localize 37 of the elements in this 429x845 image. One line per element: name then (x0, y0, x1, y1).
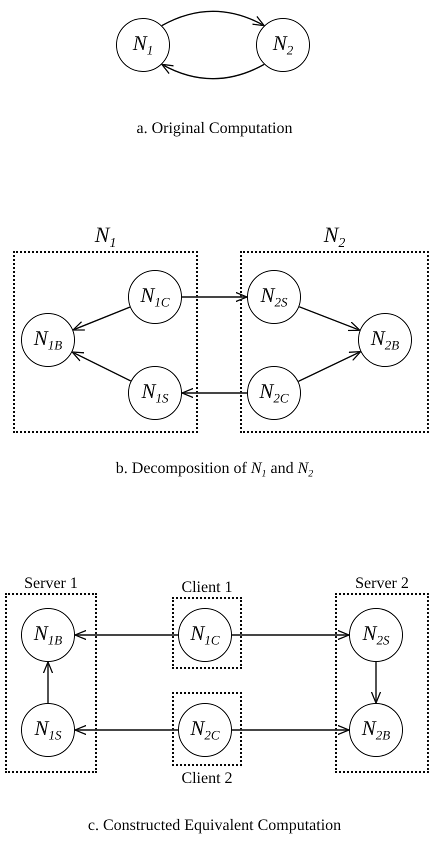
node-circle: N$_{2S}$ (349, 608, 403, 662)
arrow (42, 661, 54, 703)
node-circle: N$_{2C}$ (247, 366, 301, 420)
figure-caption: b. Decomposition of N$_{1}$ and N$_{2}$ (114, 460, 314, 480)
figure-caption: a. Original Computation (136, 120, 294, 138)
node-circle: N$_{1C}$ (128, 270, 182, 324)
arrow (298, 350, 362, 382)
arrow (74, 724, 178, 736)
node-circle: N$_{1S}$ (21, 703, 75, 757)
arrow (161, 64, 264, 80)
arrow (72, 351, 132, 382)
node-circle: N$_{2C}$ (178, 703, 232, 757)
arrow (232, 630, 350, 640)
arrow (370, 662, 382, 704)
node-circle: N$_{1C}$ (178, 608, 232, 662)
group-label: Client 2 (180, 770, 234, 788)
node-circle: N$_{1B}$ (21, 608, 75, 662)
arrow (72, 306, 130, 331)
node-circle: N$_{2B}$ (349, 703, 403, 757)
node-circle: N$_{2}$ (256, 18, 310, 72)
node-circle: N$_{1B}$ (21, 313, 75, 367)
arrow (162, 10, 265, 26)
group-label: Server 2 (354, 575, 410, 593)
arrow (232, 724, 350, 736)
figure-caption: c. Constructed Equivalent Computation (86, 817, 342, 835)
group-label: Client 1 (180, 579, 234, 597)
group-label: Server 1 (23, 575, 79, 593)
node-circle: N$_{1S}$ (128, 366, 182, 420)
node-circle: N$_{2S}$ (247, 270, 301, 324)
node-circle: N$_{1}$ (116, 18, 170, 72)
group-label: N$_{2}$ (322, 222, 346, 251)
arrow (74, 630, 178, 640)
arrow (298, 306, 360, 332)
group-label: N$_{1}$ (94, 222, 118, 251)
arrow (182, 292, 248, 302)
arrow (181, 388, 247, 398)
node-circle: N$_{2B}$ (358, 313, 412, 367)
